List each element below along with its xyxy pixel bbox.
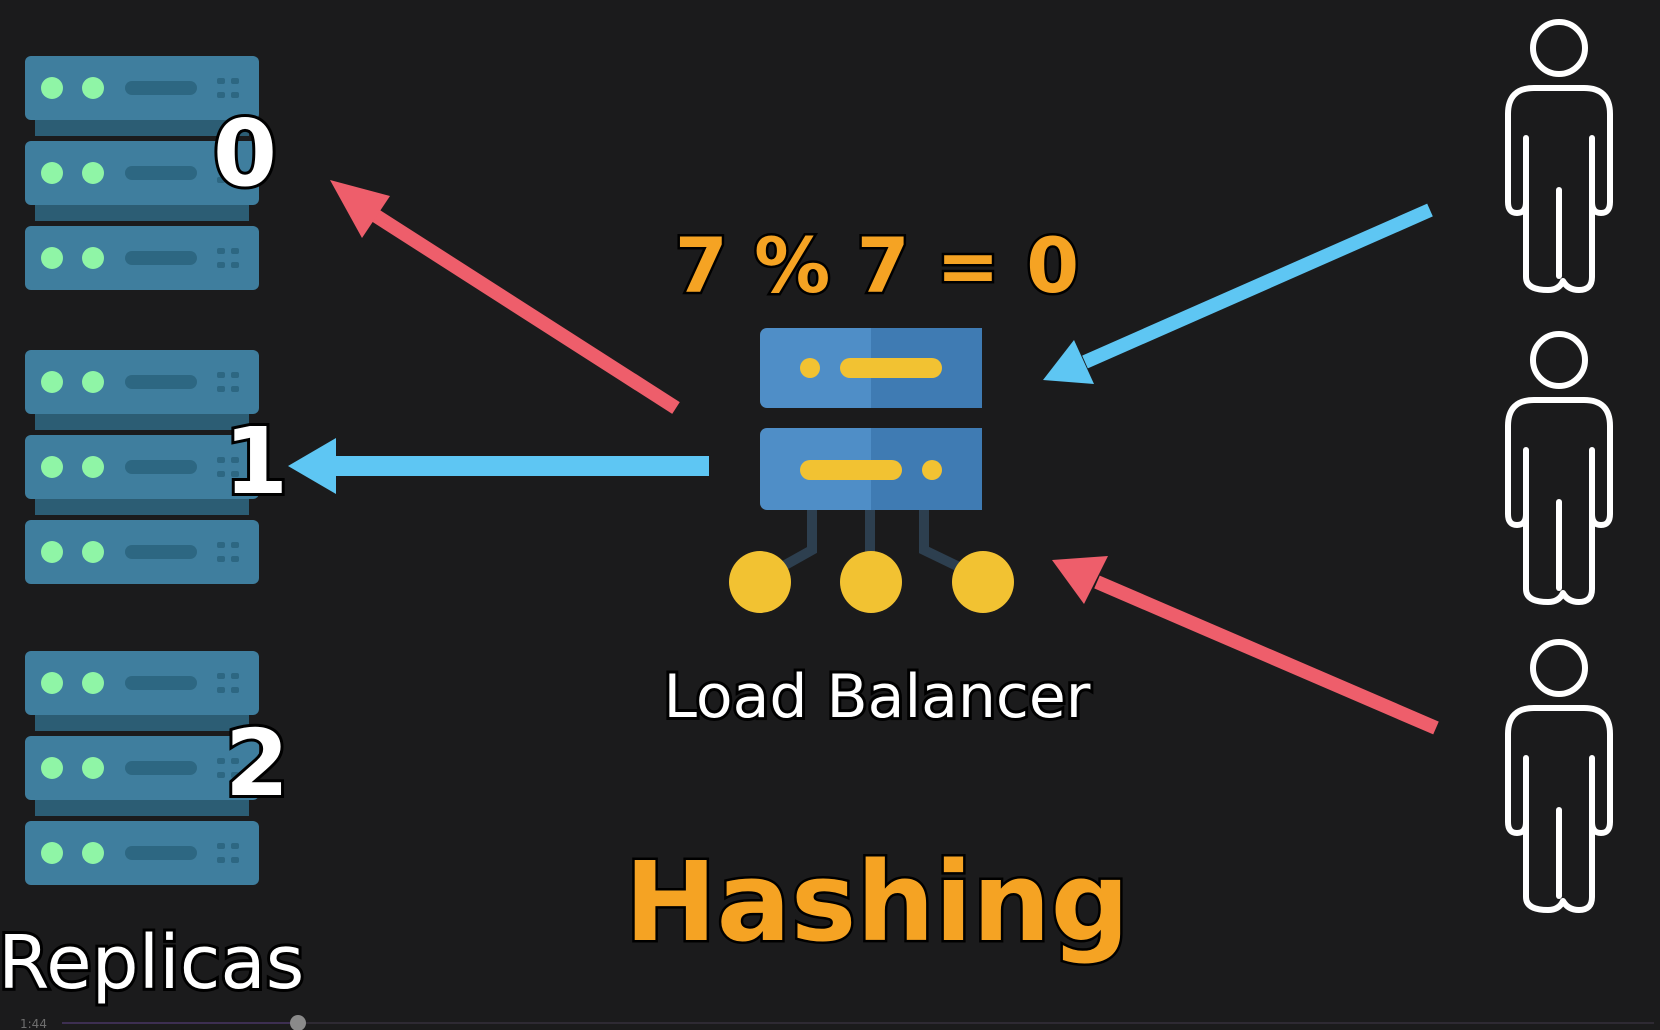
replica-number-1: 1 xyxy=(224,408,288,515)
arrow-icon-lb-to-replica-1 xyxy=(288,438,709,494)
load-balancer-label: Load Balancer xyxy=(664,662,1091,732)
hash-equation: 7 % 7 = 0 xyxy=(675,221,1079,310)
progress-handle[interactable] xyxy=(290,1015,306,1030)
video-progress-bar[interactable] xyxy=(62,1015,1654,1030)
arrow-icon-user-0-to-lb xyxy=(1043,203,1433,384)
replica-number-2: 2 xyxy=(225,710,289,817)
arrow-icon-user-2-to-lb xyxy=(1052,556,1439,735)
server-rack-icon-2 xyxy=(25,651,259,885)
user-icon-1 xyxy=(1508,334,1610,602)
load-balancer-icon xyxy=(729,328,1014,613)
video-timestamp: 1:44 xyxy=(20,1017,47,1030)
user-icon-2 xyxy=(1508,642,1610,910)
user-icon-0 xyxy=(1508,22,1610,290)
arrow-icon-lb-to-replica-0 xyxy=(330,180,680,414)
replica-number-0: 0 xyxy=(213,100,277,207)
replicas-title: Replicas xyxy=(0,920,304,1006)
hashing-title: Hashing xyxy=(625,838,1130,966)
